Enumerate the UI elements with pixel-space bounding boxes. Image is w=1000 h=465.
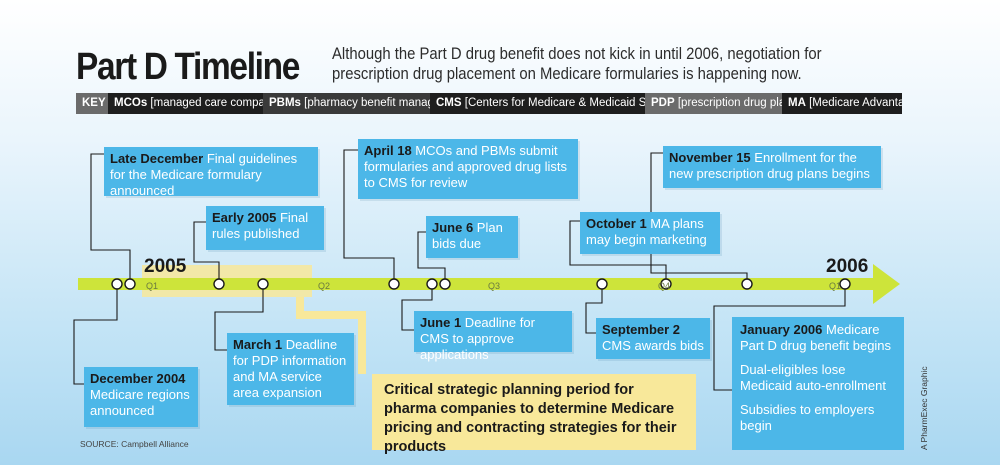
event-january-2006-extra2: Subsidies to employers begin [740,402,875,433]
connector-lines [73,149,846,391]
critical-period-note: Critical strategic planning period for p… [372,374,696,455]
timeline-arrow [873,264,900,304]
quarter-label: Q4 [658,281,671,291]
key-mcos: MCOs [managed care companies] [108,93,263,114]
page-title: Part D Timeline [76,46,300,88]
marker-january-2006 [839,278,851,290]
key-pdp: PDP [prescription drug plan] [645,93,782,114]
key-label: KEY [76,93,108,114]
year-label-end: 2006 [826,256,869,277]
key-cms: CMS [Centers for Medicare & Medicaid Ser… [430,93,645,114]
marker-april-18 [388,278,400,290]
event-april-18: April 18 MCOs and PBMs submit formularie… [358,139,578,199]
event-june-1: June 1 Deadline for CMS to approve appli… [414,311,572,362]
event-june-6: June 6 Plan bids due [426,216,518,258]
quarter-label: Q1 [146,281,159,291]
quarter-label: Q1 [829,281,842,291]
timeline-bar [78,278,875,290]
graphic-credit: A PharmExec Graphic [919,366,929,450]
marker-june-1 [426,278,438,290]
quarter-label: Q2 [318,281,331,291]
event-november-15: November 15 Enrollment for the new presc… [663,146,881,188]
event-september-2: September 2 CMS awards bids [596,318,710,359]
key-ma: MA [Medicare Advantage] [782,93,902,114]
event-early-2005: Early 2005 Final rules published [206,206,324,250]
event-january-2006: January 2006 Medicare Part D drug benefi… [732,317,904,450]
event-october-1: October 1 MA plans may begin marketing [580,212,720,254]
critical-period-connector [296,297,366,374]
marker-december-2004 [111,278,123,290]
key-pbms: PBMs [pharmacy benefit managers] [263,93,430,114]
source-note: SOURCE: Campbell Alliance [80,439,189,449]
event-december-2004: December 2004 Medicare regions announced [84,367,198,427]
marker-october-1 [660,278,672,290]
key-legend: KEY MCOs [managed care companies] PBMs [… [76,93,902,114]
subtitle: Although the Part D drug benefit does no… [332,45,822,83]
marker-late-december [124,278,136,290]
marker-early-2005 [213,278,225,290]
marker-november-15 [741,278,753,290]
year-label-start: 2005 [144,256,187,277]
event-markers [111,278,851,290]
marker-june-6 [439,278,451,290]
marker-march-1 [257,278,269,290]
event-march-1: March 1 Deadline for PDP information and… [227,333,354,405]
event-january-2006-extra1: Dual-eligibles lose Medicaid auto-enroll… [740,362,886,393]
event-late-december: Late December Final guidelines for the M… [104,147,318,198]
quarter-label: Q3 [488,281,501,291]
marker-september-2 [596,278,608,290]
